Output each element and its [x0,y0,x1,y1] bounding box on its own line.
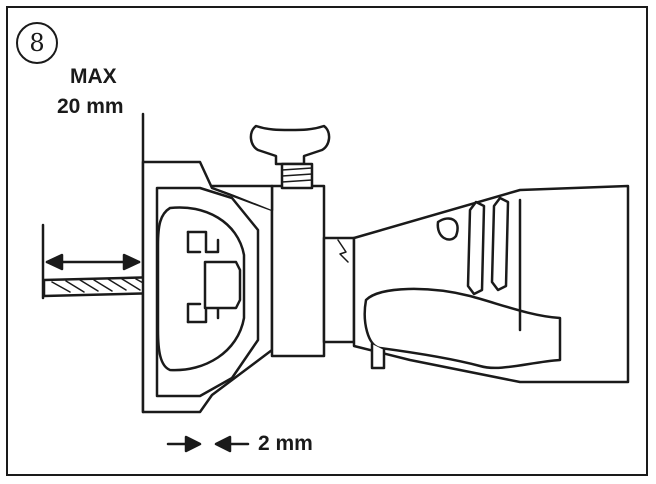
drill-body [352,184,630,384]
gap-arrows-icon [166,435,250,453]
depth-limit-label: 20 mm [57,95,124,118]
depth-stop [141,160,274,414]
step-number: 8 [29,29,45,57]
depth-arrow-icon [45,253,141,271]
step-number-badge: 8 [16,22,58,64]
collar-clamp [210,184,356,358]
gap-label: 2 mm [258,432,313,455]
clamp-screw-icon [249,124,331,190]
max-label: MAX [70,65,117,88]
